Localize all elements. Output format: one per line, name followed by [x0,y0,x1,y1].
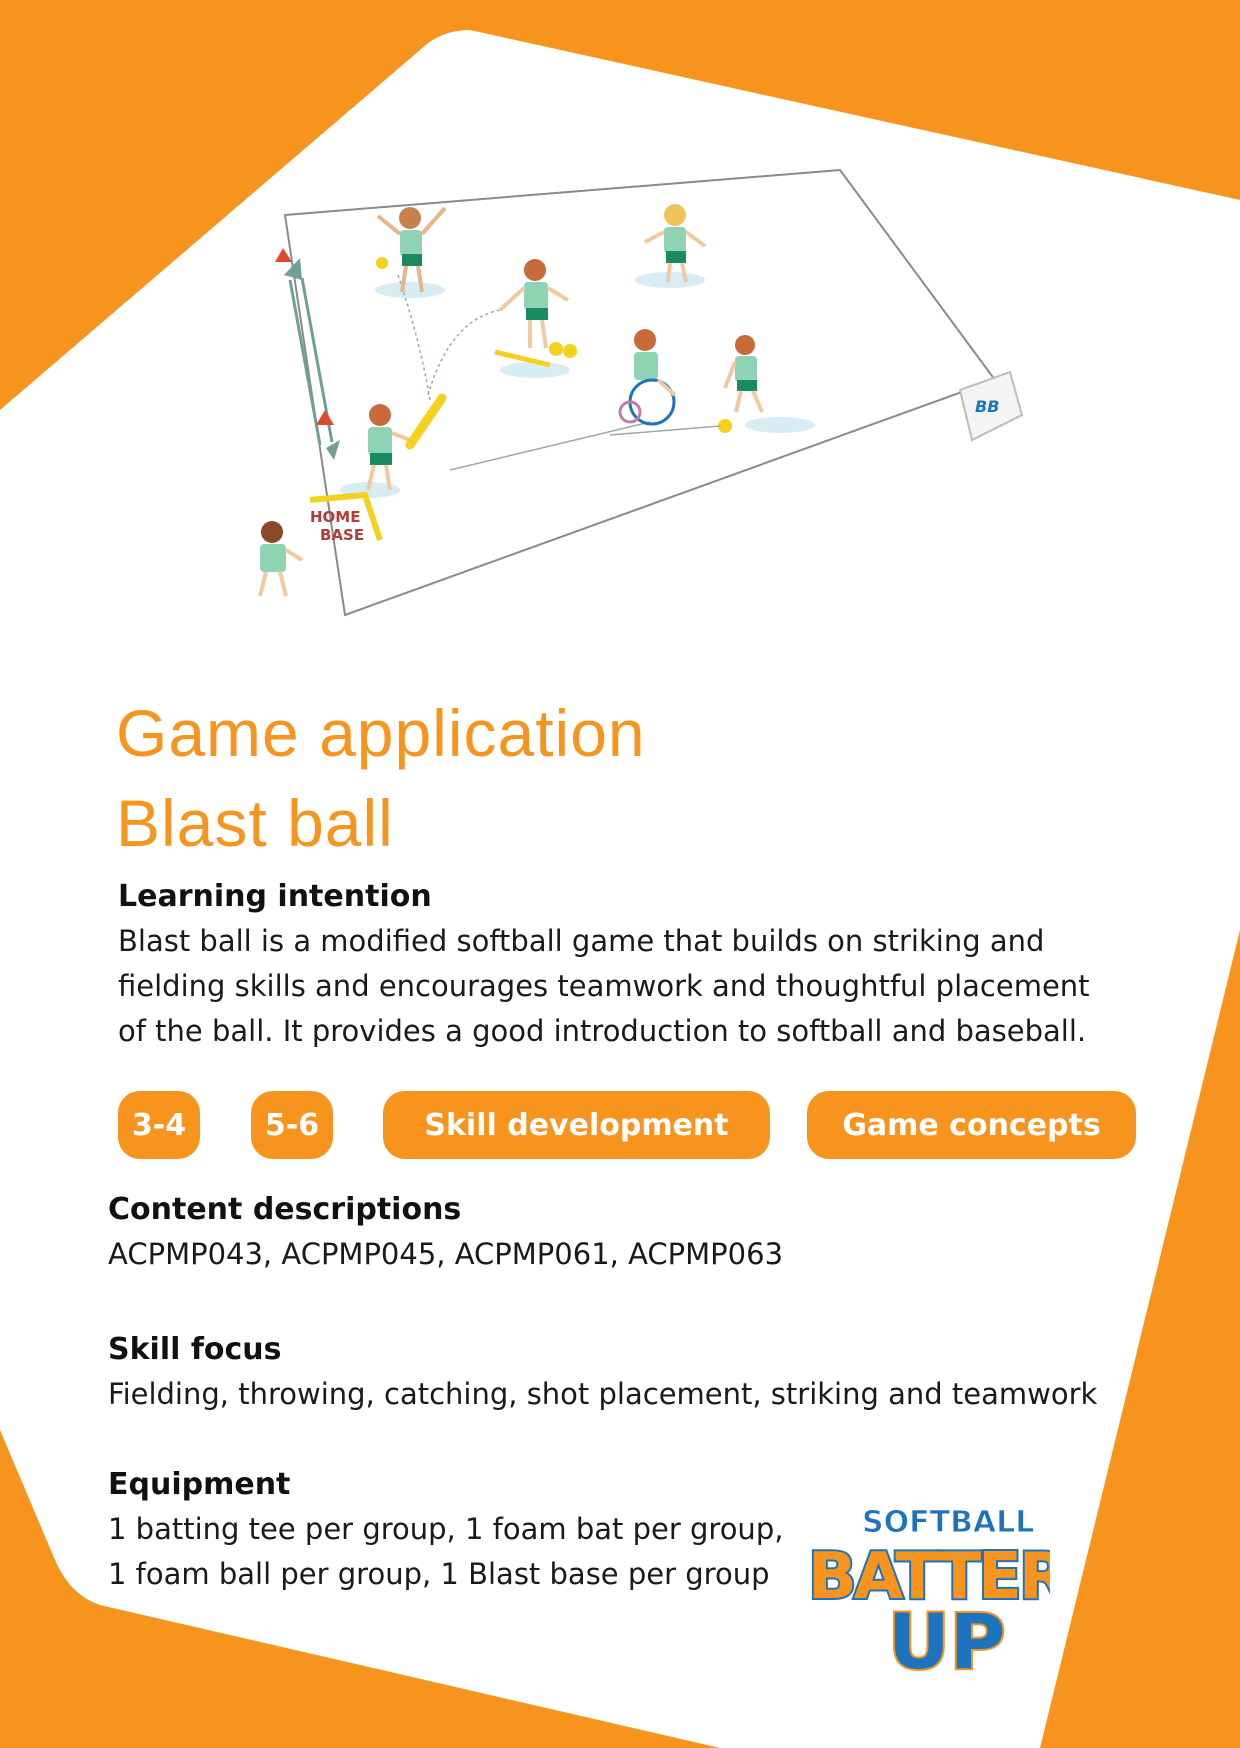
learning-line: of the ball. It provides a good introduc… [118,1014,1087,1048]
batter-figure [366,393,447,491]
game-name: Blast ball [116,786,394,860]
fielder-figure [376,206,447,293]
equipment-text: 1 batting tee per group, 1 foam bat per … [108,1507,783,1597]
field-illustration: HOME BASE [258,168,1024,617]
cone-icon [316,410,334,425]
cone-icon [275,248,292,262]
fielder-figure [498,259,570,349]
field-outline [283,168,997,617]
blast-base-icon: BB [958,370,1024,442]
svg-text:HOME: HOME [310,508,360,526]
ball-icon [549,342,563,356]
ball-icon [563,344,577,358]
year-level-tag-5-6: 5-6 [251,1091,333,1159]
svg-text:BB: BB [975,397,999,416]
equipment-line: 1 batting tee per group, 1 foam bat per … [108,1512,784,1546]
svg-text:BATTER: BATTER [808,1540,1050,1614]
learning-intention-heading: Learning intention [118,879,432,914]
ball-icon [718,419,732,433]
skill-development-tag: Skill development [383,1091,770,1159]
catcher-figure [258,521,304,597]
skill-focus-heading: Skill focus [108,1332,282,1367]
softball-batter-up-logo: SOFTBALL BATTER UP [806,1505,1050,1676]
year-level-tag-3-4: 3-4 [118,1091,200,1159]
equipment-line: 1 foam ball per group, 1 Blast base per … [108,1557,770,1591]
svg-text:BASE: BASE [320,526,364,544]
fielder-figure [723,335,764,413]
ball-icon [376,257,388,269]
svg-text:UP: UP [888,1597,1005,1675]
learning-intention-text: Blast ball is a modified softball game t… [118,919,1158,1054]
content-descriptions-text: ACPMP043, ACPMP045, ACPMP061, ACPMP063 [108,1237,784,1271]
page-title: Game application [116,696,646,770]
game-concepts-tag: Game concepts [807,1091,1136,1159]
learning-line: Blast ball is a modified softball game t… [118,924,1045,958]
wheelchair-fielder-figure [618,329,677,426]
skill-focus-text: Fielding, throwing, catching, shot place… [108,1377,1098,1411]
fielder-figure [644,204,707,283]
content-descriptions-heading: Content descriptions [108,1192,462,1227]
home-base-marks: HOME BASE [309,491,383,544]
learning-line: fielding skills and encourages teamwork … [118,969,1090,1003]
equipment-heading: Equipment [108,1467,291,1502]
svg-text:SOFTBALL: SOFTBALL [862,1505,1034,1540]
